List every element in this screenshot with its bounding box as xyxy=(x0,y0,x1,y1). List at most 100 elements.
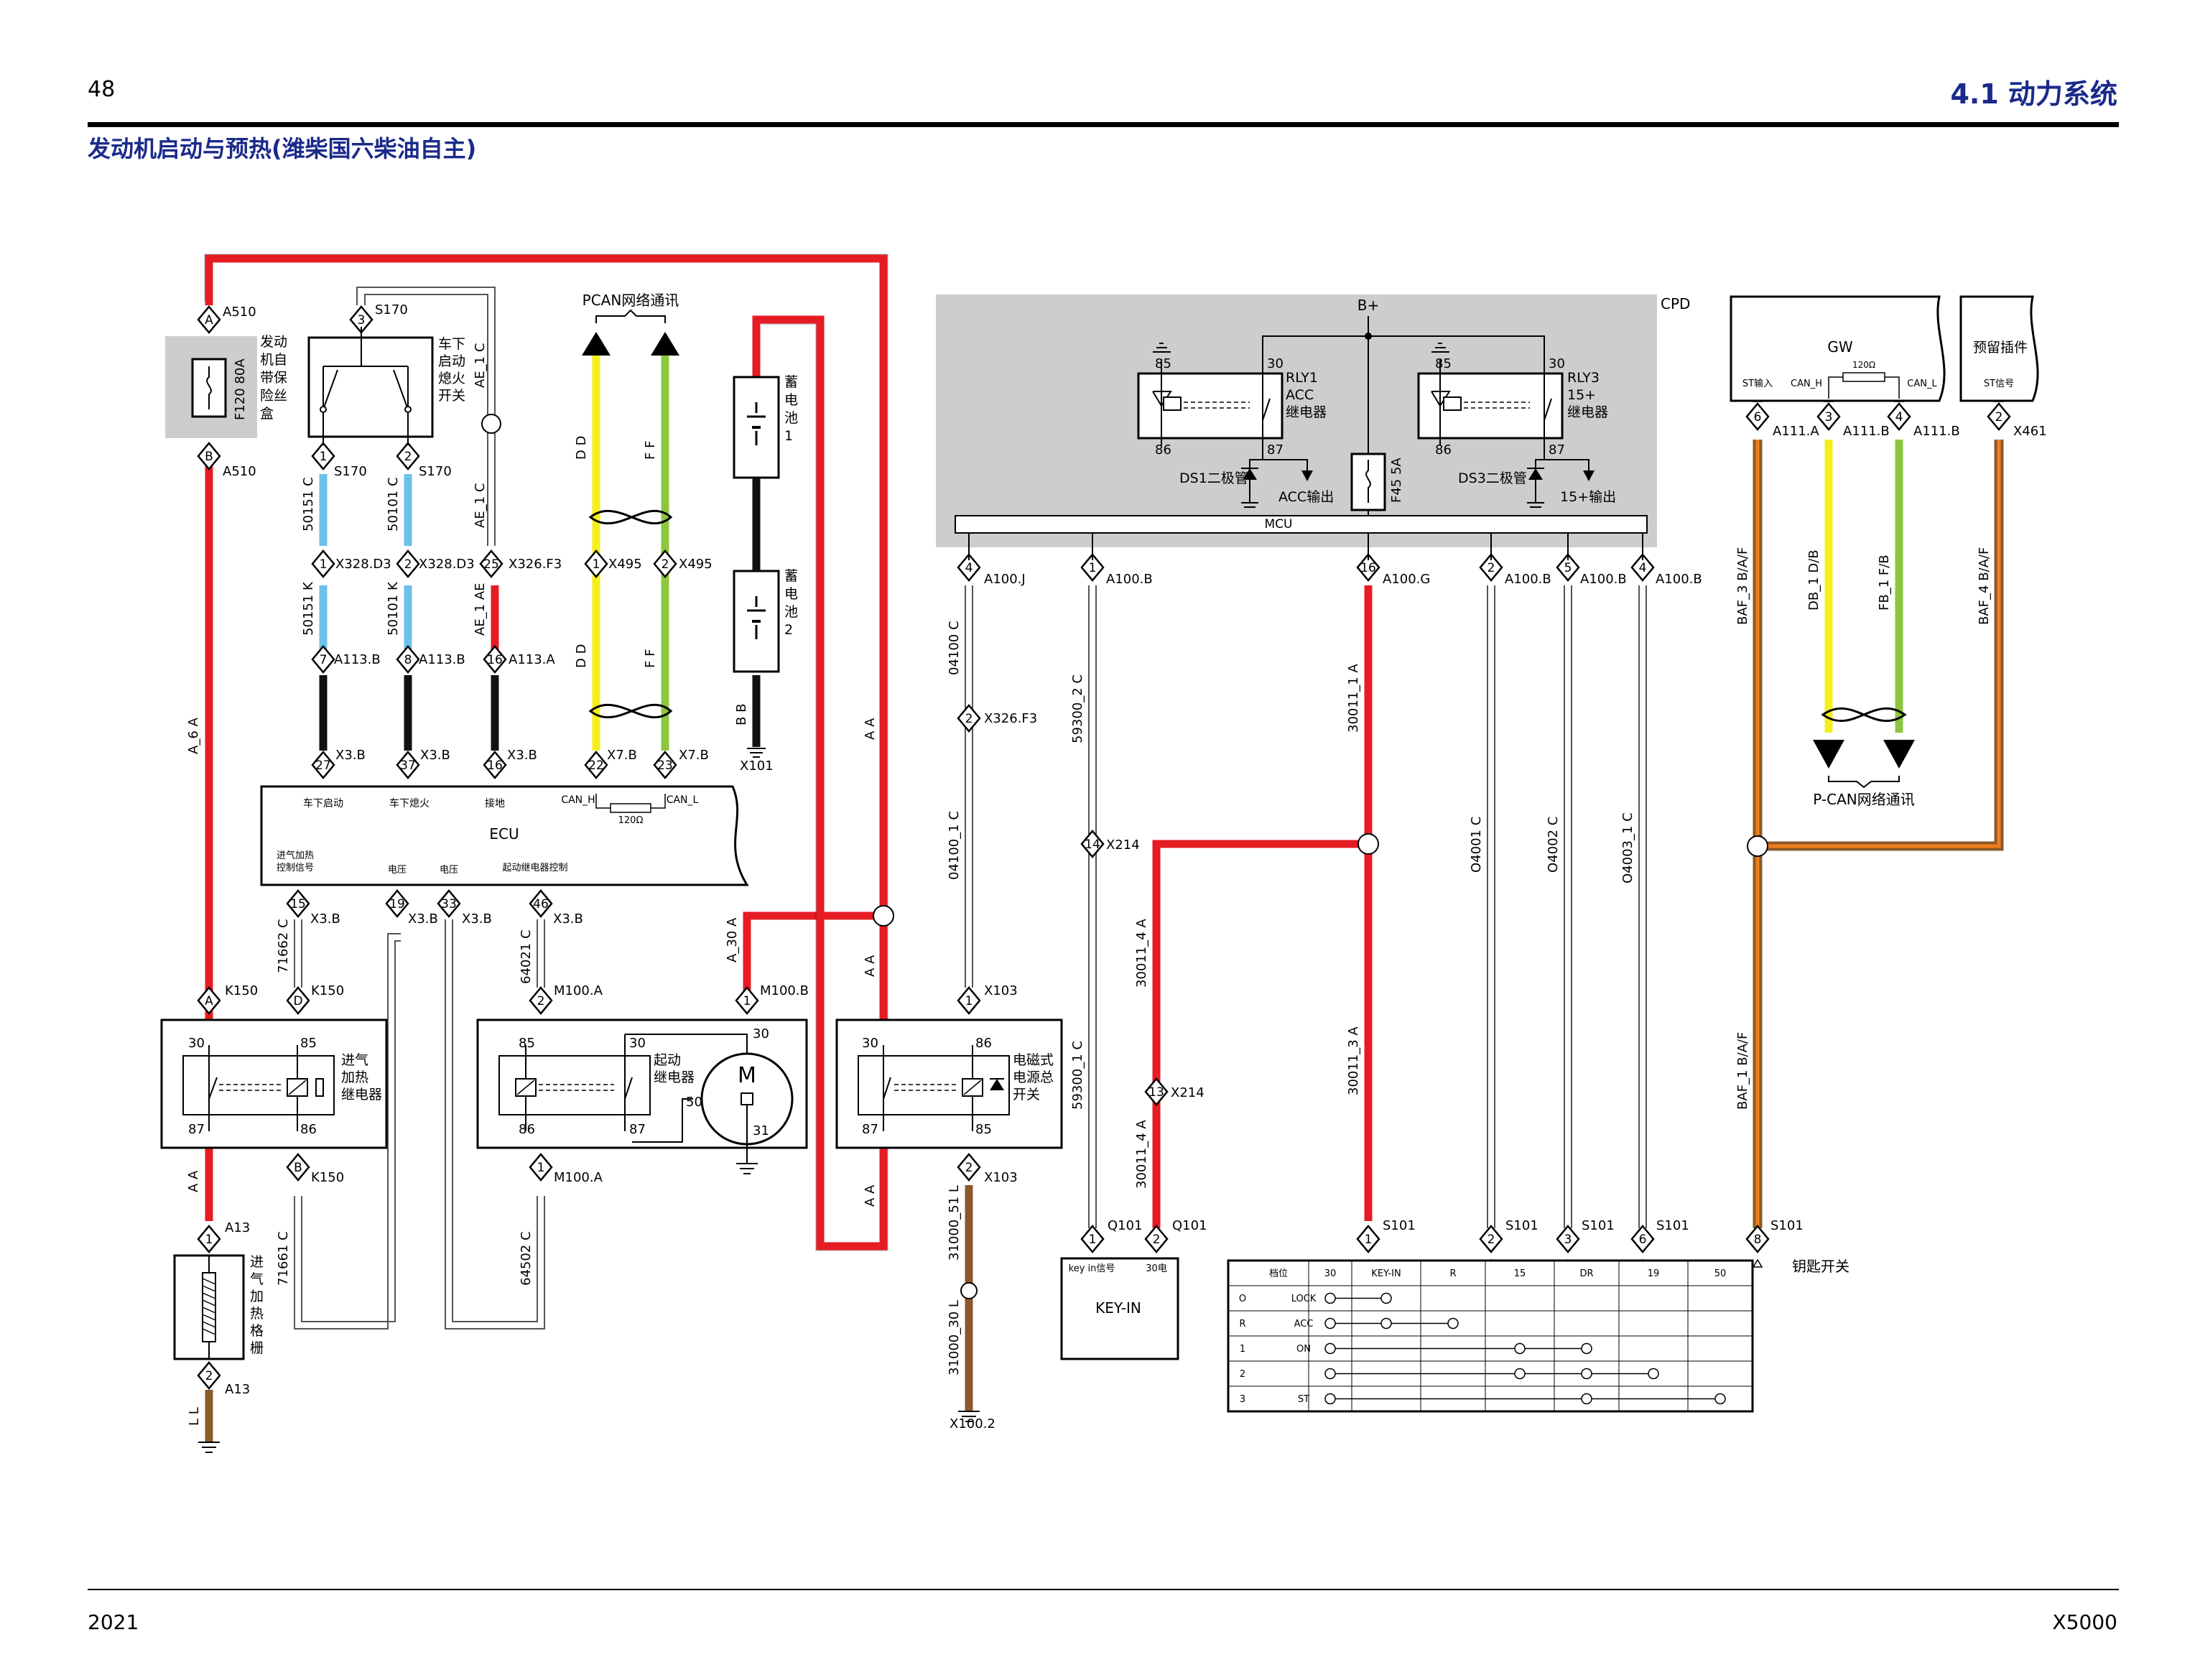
wire-label-1: A A xyxy=(186,1170,201,1192)
pcan2-arrow-right xyxy=(1883,740,1915,769)
ecu-pin-label-ground: 接地 xyxy=(485,797,505,809)
conn-s170-1: S170 xyxy=(334,464,367,479)
conn-x495-b: X495 xyxy=(679,557,713,572)
preheat-pin-86: 86 xyxy=(300,1122,317,1137)
conn-a13-b: A13 xyxy=(225,1382,250,1397)
conn-x3b-f: X3.B xyxy=(462,911,492,927)
pin-k150-a-num: A xyxy=(205,994,213,1008)
pin-k150-d xyxy=(286,986,310,1015)
pin-x3-46 xyxy=(529,889,553,918)
conn-x3b-d: X3.B xyxy=(310,911,340,927)
pin-s101-1-num: 1 xyxy=(1365,1233,1373,1247)
pcan-arrow-right xyxy=(651,332,679,356)
pin-x3-15-num: 15 xyxy=(290,897,306,911)
rly1-line: ACC xyxy=(1286,387,1314,403)
gw-st-in: ST输入 xyxy=(1742,378,1773,389)
pin-x103-2 xyxy=(957,1153,981,1182)
wire-label-14: F F xyxy=(643,441,658,460)
conn-x328d3-2: X328.D3 xyxy=(419,557,475,572)
key-table-dot xyxy=(1581,1368,1592,1380)
wire-label-5: 50151 C xyxy=(301,477,316,532)
conn-a113a: A113.A xyxy=(509,652,555,667)
wire-label-7: 50101 C xyxy=(386,477,401,532)
pin-a13-2 xyxy=(197,1361,221,1390)
pin-q101-1-num: 1 xyxy=(1089,1233,1097,1247)
preheat-pin-87: 87 xyxy=(188,1122,205,1137)
pin-x328-1-num: 1 xyxy=(320,557,328,572)
ecu-bottom-preheat: 进气加热 xyxy=(277,850,314,861)
footer-model: X5000 xyxy=(2053,1610,2117,1634)
conn-x101: X101 xyxy=(740,758,774,774)
wire-label-13: D D xyxy=(574,644,589,668)
wire-label-29: 30011_3 A xyxy=(1346,1026,1361,1095)
wire-label-31: O4002 C xyxy=(1546,817,1561,873)
splice-dot-ae xyxy=(481,414,501,434)
pin-s101-2-num: 2 xyxy=(1487,1233,1495,1247)
pin-x326-25-num: 25 xyxy=(483,557,499,572)
ecu-can-h: CAN_H xyxy=(561,794,595,806)
switch-pin-85: 85 xyxy=(975,1122,992,1137)
conn-x328d3-1: X328.D3 xyxy=(335,557,391,572)
pin-a100b-2-num: 2 xyxy=(1487,561,1495,575)
gw-can-l: CAN_L xyxy=(1907,379,1937,389)
preheat-line: 继电器 xyxy=(341,1087,382,1103)
pin-m100b-1-num: 1 xyxy=(743,994,751,1008)
key-table-dot xyxy=(1648,1368,1659,1380)
pin-x3-33-num: 33 xyxy=(441,897,457,911)
twist-symbols xyxy=(588,509,1907,723)
pin-a13-2-num: 2 xyxy=(205,1369,213,1383)
conn-x3b-g: X3.B xyxy=(553,911,583,927)
wire-label-6: 50151 K xyxy=(301,581,316,636)
conn-m100a-b: M100.A xyxy=(554,1170,603,1185)
pin-x3-16-num: 16 xyxy=(487,758,503,773)
pcan-title: PCAN网络通讯 xyxy=(583,292,679,309)
key-table-dot xyxy=(1380,1317,1392,1329)
wire-label-27: 30011_4 A xyxy=(1134,1120,1149,1189)
key-table-row-name: ACC xyxy=(1294,1319,1314,1329)
ecu: ECU 车下启动 车下熄火 接地 CAN_H CAN_L 120Ω 进气加热控制… xyxy=(260,785,749,886)
pin-m100a-1 xyxy=(529,1153,553,1182)
starter-pin-31: 31 xyxy=(753,1123,769,1138)
pin-a111a-6-num: 6 xyxy=(1754,410,1762,424)
pin-a510-a xyxy=(197,305,221,334)
conn-a111b-a: A111.B xyxy=(1843,424,1890,439)
bat2-line: 池 xyxy=(784,604,798,620)
conn-a13-a: A13 xyxy=(225,1220,250,1235)
pin-x461-2-num: 2 xyxy=(1995,410,2003,424)
pin-a100b-5 xyxy=(1556,553,1580,582)
conn-k150-a: K150 xyxy=(225,983,258,998)
pin-x495-1 xyxy=(584,549,608,578)
conn-k150-c: K150 xyxy=(311,1170,344,1185)
pcan2-title: P-CAN网络通讯 xyxy=(1813,791,1914,808)
gw-can-h: CAN_H xyxy=(1791,379,1822,389)
key-table-row-pos: 3 xyxy=(1240,1394,1245,1405)
wire-label-3: A A xyxy=(863,955,878,977)
pin-a111b-4 xyxy=(1887,402,1911,431)
ign-label-line: 车下 xyxy=(438,336,465,352)
conn-q101-a: Q101 xyxy=(1108,1218,1143,1233)
key-table-header: 档位 xyxy=(1269,1268,1288,1279)
conn-a113b-a: A113.B xyxy=(334,652,381,667)
pin-s101-3 xyxy=(1556,1225,1580,1253)
section-title: 4.1 动力系统 xyxy=(1950,78,2117,110)
key-table-dot xyxy=(1324,1342,1336,1355)
pin-q101-1 xyxy=(1080,1225,1105,1253)
conn-x326f3-b: X326.F3 xyxy=(984,711,1037,726)
pcan2-arrow-left xyxy=(1813,740,1844,769)
conn-x3b-e: X3.B xyxy=(408,911,438,927)
key-table-dot xyxy=(1324,1292,1336,1304)
key-table-row-pos: O xyxy=(1239,1294,1246,1304)
pin-x214-13 xyxy=(1144,1077,1169,1106)
wire-label-15: F F xyxy=(643,649,658,668)
pin-a100b-5-num: 5 xyxy=(1564,561,1572,575)
pin-a100g-16-num: 16 xyxy=(1360,561,1376,575)
ecu-bottom-preheat: 控制信号 xyxy=(277,863,314,873)
fuse-box-label-line: 发动 xyxy=(260,334,287,350)
preheat-pin-85: 85 xyxy=(300,1036,317,1051)
